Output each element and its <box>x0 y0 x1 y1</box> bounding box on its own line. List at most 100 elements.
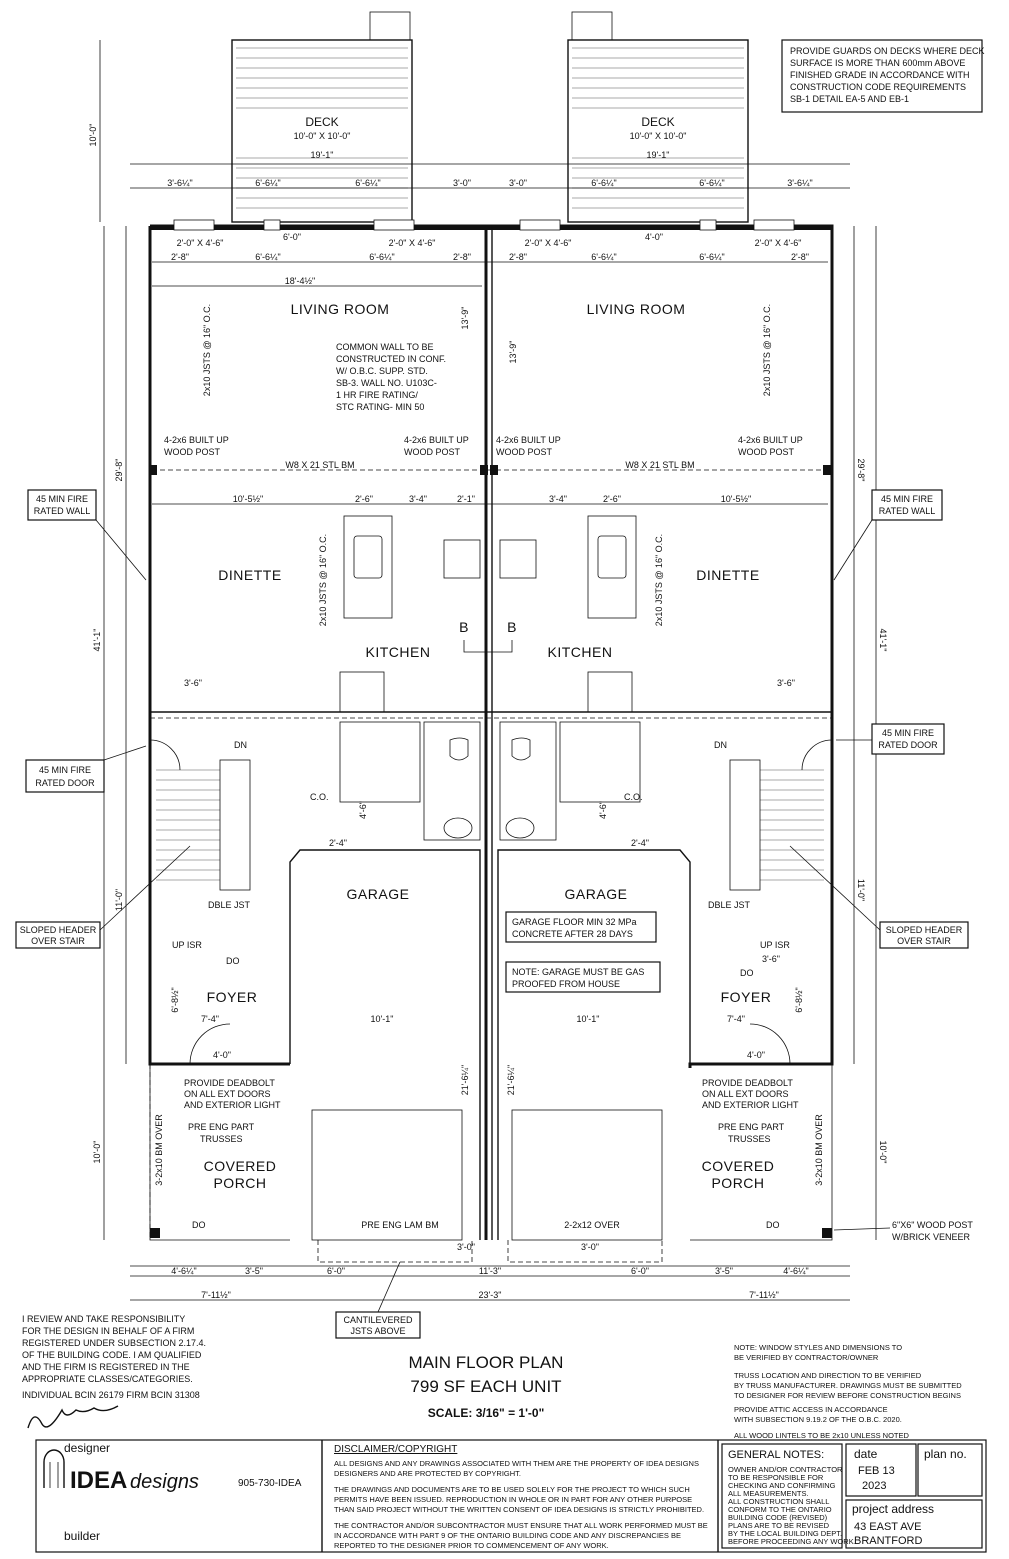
plan-label: DISCLAIMER/COPYRIGHT <box>334 1444 457 1455</box>
plan-label: SCALE: 3/16" = 1'-0" <box>428 1406 545 1420</box>
plan-label: PROVIDE DEADBOLT <box>702 1078 793 1088</box>
plan-label: PRE ENG PART <box>188 1122 255 1132</box>
plan-label: COMMON WALL TO BE <box>336 342 434 352</box>
plan-label: GARAGE FLOOR MIN 32 MPa <box>512 917 637 927</box>
plan-label: 2'-6" <box>603 494 621 504</box>
plan-label: 3-2x10 BM OVER <box>814 1114 824 1186</box>
plan-label: CANTILEVERED <box>343 1315 413 1325</box>
plan-label: PRE ENG PART <box>718 1122 785 1132</box>
plan-label: NOTE: WINDOW STYLES AND DIMENSIONS TO <box>734 1343 902 1352</box>
plan-label: 11'-0" <box>856 879 866 901</box>
plan-label: SLOPED HEADER <box>886 925 963 935</box>
plan-label: 7'-4" <box>727 1014 745 1024</box>
plan-label: 4-2x6 BUILT UP <box>738 435 803 445</box>
plan-label: 3'-0" <box>581 1242 599 1252</box>
plan-label: C.O. <box>624 792 643 802</box>
plan-label: DN <box>714 740 727 750</box>
plan-label: 3'-5" <box>715 1266 733 1276</box>
plan-label: 2'-0" X 4'-6" <box>755 238 802 248</box>
plan-label: 3'-6¼" <box>167 178 192 188</box>
plan-title: MAIN FLOOR PLAN 799 SF EACH UNIT SCALE: … <box>409 1353 564 1420</box>
plan-label: 10'-0" <box>878 1141 888 1164</box>
porch-right-1: COVERED <box>702 1158 775 1174</box>
bottom-dimensions: 3'-0" 3'-0" 4'-6¼" 3'-5" 6'-0" 11'-3" 6'… <box>130 1242 850 1339</box>
plan-label: SB-1 DETAIL EA-5 AND EB-1 <box>790 94 909 104</box>
plan-label: WOOD POST <box>404 447 461 457</box>
plan-label: builder <box>64 1529 100 1543</box>
plan-label: W/BRICK VENEER <box>892 1232 971 1242</box>
plan-label: 11'-3" <box>479 1266 501 1276</box>
plan-label: BEFORE PROCEEDING ANY WORK. <box>728 1537 856 1546</box>
plan-label: 10'-5½" <box>721 494 751 504</box>
plan-label: 3'-6¼" <box>787 178 812 188</box>
plan-label: DBLE JST <box>708 900 751 910</box>
plan-label: OVER STAIR <box>31 936 85 946</box>
plan-label: TRUSSES <box>728 1134 771 1144</box>
deck-right-size: 10'-0" X 10'-0" <box>630 131 687 141</box>
plan-label: 6'-0" <box>283 232 301 242</box>
plan-label: IDEA <box>70 1467 127 1494</box>
plan-label: 2'-0" X 4'-6" <box>177 238 224 248</box>
plan-label: 1 HR FIRE RATING/ <box>336 390 418 400</box>
plan-label: 799 SF EACH UNIT <box>410 1377 561 1396</box>
plan-label: 29'-8" <box>114 459 124 482</box>
plan-label: 4-2x6 BUILT UP <box>496 435 561 445</box>
plan-label: DBLE JST <box>208 900 251 910</box>
plan-label: CONSTRUCTION CODE REQUIREMENTS <box>790 82 966 92</box>
plan-label: 6'-6¼" <box>591 252 616 262</box>
plan-label: 3'-0" <box>509 178 527 188</box>
plan-label: plan no. <box>924 1447 967 1461</box>
room-labels: LIVING ROOM LIVING ROOM DINETTE DINETTE … <box>204 301 775 1191</box>
porch-left-2: PORCH <box>213 1175 266 1191</box>
plan-label: 3'-6" <box>777 678 795 688</box>
living-room-right: LIVING ROOM <box>587 301 686 317</box>
plan-label: 2-2x12 OVER <box>564 1220 620 1230</box>
plan-label: DO <box>740 968 754 978</box>
plan-label: TRUSSES <box>200 1134 243 1144</box>
plan-label: 3-2x10 BM OVER <box>154 1114 164 1186</box>
plan-label: 13'-9" <box>460 307 470 330</box>
plan-label: project address <box>852 1502 934 1516</box>
plan-label: 13'-9" <box>508 341 518 364</box>
plan-label: BRANTFORD <box>854 1535 923 1547</box>
plan-label: 6'-6¼" <box>699 178 724 188</box>
plan-label: TO DESIGNER FOR REVIEW BEFORE CONSTRUCTI… <box>734 1391 961 1400</box>
plan-label: STC RATING- MIN 50 <box>336 402 424 412</box>
garage-left: GARAGE <box>347 886 410 902</box>
living-room-left: LIVING ROOM <box>291 301 390 317</box>
dinette-right: DINETTE <box>696 567 759 583</box>
plan-label: 3'-6" <box>762 954 780 964</box>
plan-label: 6'-6¼" <box>591 178 616 188</box>
porch-right-2: PORCH <box>711 1175 764 1191</box>
plan-label: OVER STAIR <box>897 936 951 946</box>
plan-label: FOR THE DESIGN IN BEHALF OF A FIRM <box>22 1326 194 1336</box>
plan-label: THE DRAWINGS AND DOCUMENTS ARE TO BE USE… <box>334 1485 690 1494</box>
misc-labels: DBLE JST DBLE JST UP ISR UP ISR DO DO DN… <box>154 678 824 1230</box>
plan-label: 7'-11½" <box>749 1290 779 1300</box>
plan-label: WOOD POST <box>164 447 221 457</box>
plan-label: 2'-4" <box>631 838 649 848</box>
plan-label: GENERAL NOTES: <box>728 1449 824 1461</box>
plan-label: AND THE FIRM IS REGISTERED IN THE <box>22 1362 190 1372</box>
building-walls <box>148 219 834 1263</box>
plan-label: 41'-1" <box>878 629 888 652</box>
plan-label: 11'-0" <box>114 889 124 911</box>
plan-label: BE VERIFIED BY CONTRACTOR/OWNER <box>734 1353 879 1362</box>
plan-label: JSTS ABOVE <box>350 1326 405 1336</box>
plan-label: FINISHED GRADE IN ACCORDANCE WITH <box>790 70 970 80</box>
plan-label: RATED DOOR <box>878 740 938 750</box>
plan-label: RATED WALL <box>34 506 91 516</box>
plan-label: 10'-5½" <box>233 494 263 504</box>
plan-label: ON ALL EXT DOORS <box>184 1089 271 1099</box>
section-marker-b: B <box>507 619 517 635</box>
plan-label: SB-3. WALL NO. U103C- <box>336 378 437 388</box>
plan-label: 6'-6¼" <box>255 178 280 188</box>
common-wall-note: COMMON WALL TO BE CONSTRUCTED IN CONF. W… <box>336 342 446 412</box>
joist-label: 2x10 JSTS @ 16" O.C. <box>202 304 212 396</box>
porch-left-1: COVERED <box>204 1158 277 1174</box>
foyer-left: FOYER <box>207 989 258 1005</box>
plan-label: AND EXTERIOR LIGHT <box>702 1100 799 1110</box>
plan-label: 6'-0" <box>631 1266 649 1276</box>
plan-label: REGISTERED UNDER SUBSECTION 2.17.4. <box>22 1338 206 1348</box>
plan-label: 3'-4" <box>549 494 567 504</box>
